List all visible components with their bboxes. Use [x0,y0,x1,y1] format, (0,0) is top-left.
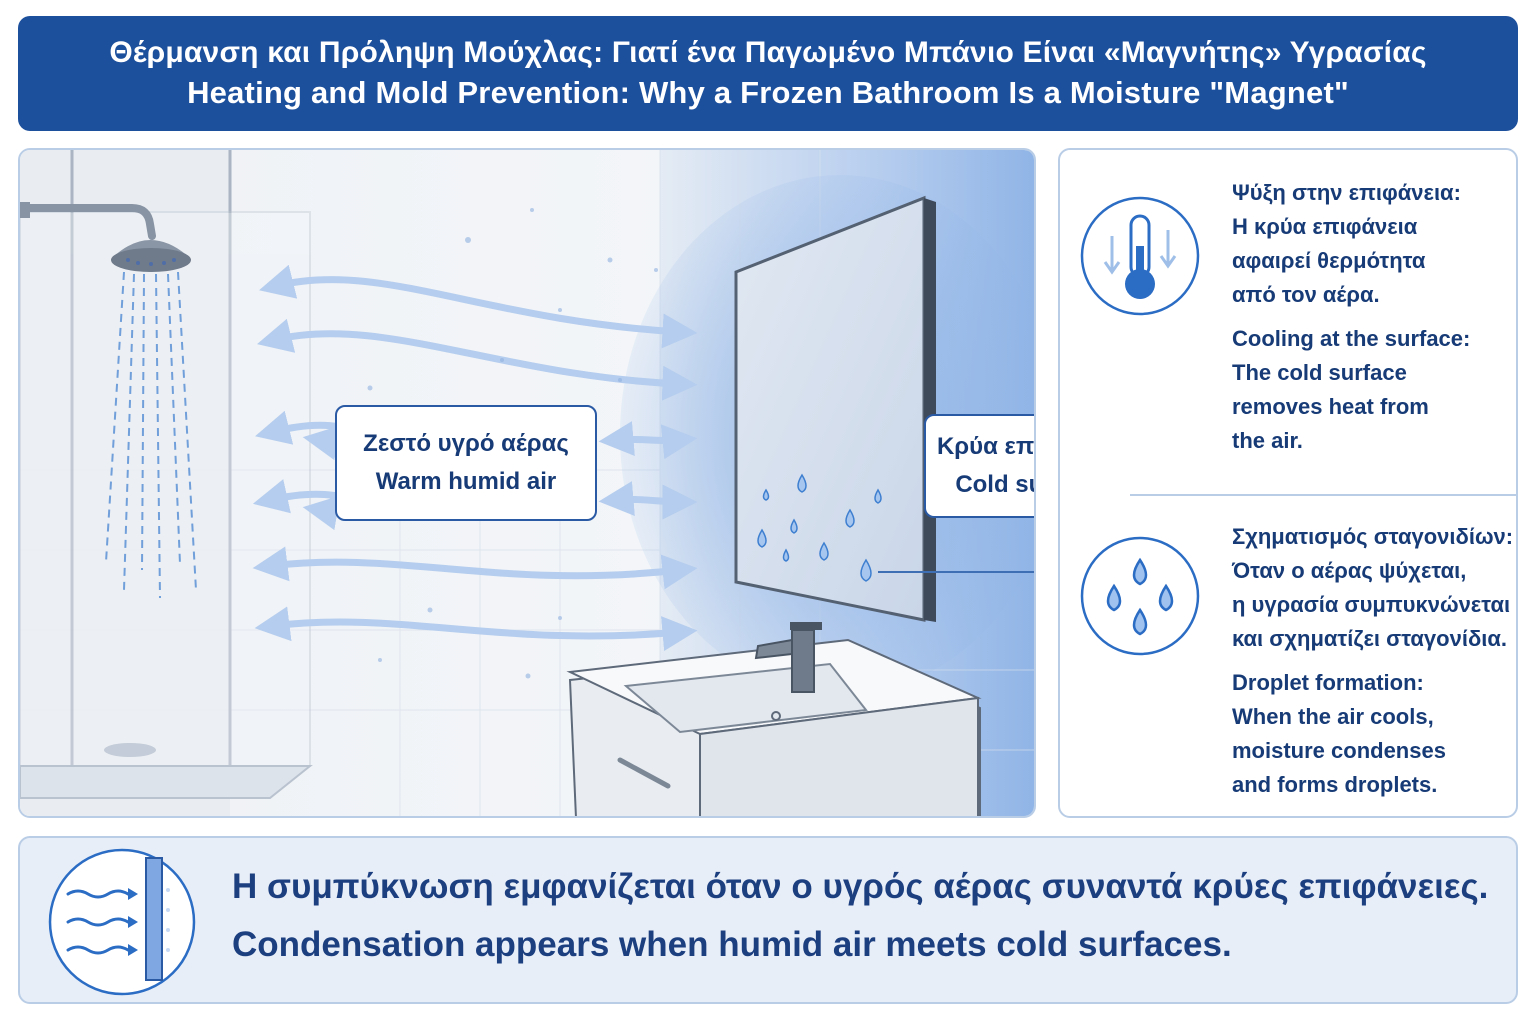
cold-surface-label-greek: Κρύα επιφάνεια [936,432,1035,460]
cooling-text-greek: Ψύξη στην επιφάνεια: Η κρύα επιφάνεια αφ… [1232,176,1470,312]
droplet-greek-line: Σχηματισμός σταγονιδίων: [1232,524,1514,549]
cooling-english-line: removes heat from [1232,394,1429,419]
droplet-greek-line: και σχηματίζει σταγονίδια. [1232,626,1508,651]
summary-banner: Η συμπύκνωση εμφανίζεται όταν ο υγρός αέ… [18,836,1518,1004]
cold-surface-label: Κρύα επιφάνεια Cold surface [924,414,1035,518]
droplet-english-line: moisture condenses [1232,738,1446,763]
summary-text-english: Condensation appears when humid air meet… [232,925,1232,964]
explanation-panel: Ψύξη στην επιφάνεια: Η κρύα επιφάνεια αφ… [1058,148,1518,818]
droplet-english-line: and forms droplets. [1232,772,1438,797]
cooling-description: Ψύξη στην επιφάνεια: Η κρύα επιφάνεια αφ… [1232,176,1470,458]
droplet-text-english: Droplet formation: When the air cools, m… [1232,666,1513,802]
faucet [754,622,822,693]
shower-head [20,202,191,272]
warm-air-arrows [252,264,698,651]
mirror-cold-surface [734,195,1034,622]
cooling-english-line: the air. [1232,428,1303,453]
cooling-english-line: The cold surface [1232,360,1407,385]
thermometer-icon [1080,196,1200,316]
warm-air-label-greek: Ζεστό υγρό αέρας [363,429,569,457]
cooling-greek-line: αφαιρεί θερμότητα [1232,248,1426,273]
page-title-greek: Θέρμανση και Πρόληψη Μούχλας: Γιατί ένα … [109,36,1427,70]
summary-text-greek: Η συμπύκνωση εμφανίζεται όταν ο υγρός αέ… [232,867,1489,906]
droplet-english-line: Droplet formation: [1232,670,1424,695]
cooling-greek-line: από τον αέρα. [1232,282,1380,307]
warm-humid-air-label: Ζεστό υγρό αέρας Warm humid air [335,405,597,521]
condensation-icon [48,848,196,996]
droplet-text-greek: Σχηματισμός σταγονιδίων: Όταν ο αέρας ψύ… [1232,520,1513,656]
panel-divider [1130,494,1516,496]
cooling-greek-line: Ψύξη στην επιφάνεια: [1232,180,1461,205]
summary-text: Η συμπύκνωση εμφανίζεται όταν ο υγρός αέ… [232,858,1488,974]
cooling-english-line: Cooling at the surface: [1232,326,1471,351]
bathroom-illustration: Ζεστό υγρό αέρας Warm humid air Κρύα επι… [18,148,1036,818]
page-title-banner: Θέρμανση και Πρόληψη Μούχλας: Γιατί ένα … [18,16,1518,131]
warm-air-label-english: Warm humid air [375,468,557,495]
cooling-text-english: Cooling at the surface: The cold surface… [1232,322,1470,458]
droplet-description: Σχηματισμός σταγονιδίων: Όταν ο αέρας ψύ… [1232,520,1513,802]
droplet-greek-line: Όταν ο αέρας ψύχεται, [1232,558,1467,583]
water-droplets-icon [1080,536,1200,656]
cooling-greek-line: Η κρύα επιφάνεια [1232,214,1418,239]
droplet-english-line: When the air cools, [1232,704,1434,729]
cold-surface-label-english: Cold surface [955,471,1034,498]
page-title-english: Heating and Mold Prevention: Why a Froze… [187,74,1349,110]
water-streams [105,271,197,599]
droplet-greek-line: η υγρασία συμπυκνώνεται [1232,592,1511,617]
